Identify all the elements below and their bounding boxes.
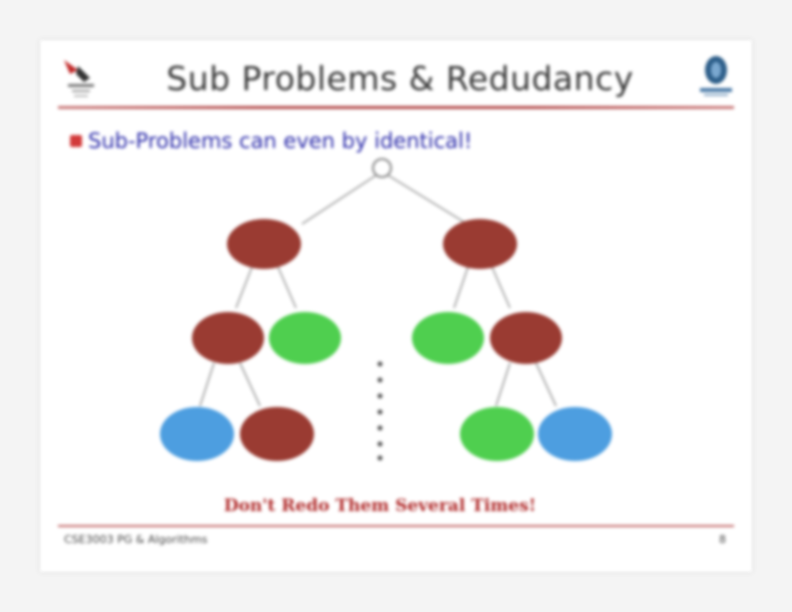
ellipsis-dots: [377, 361, 383, 461]
node-left-level1: [227, 219, 301, 269]
bullet-item: Sub-Problems can even by identical!: [70, 128, 472, 154]
edge-r2b-r3b: [535, 362, 557, 407]
node-right-level2-a: [412, 312, 484, 364]
node-left-level2-b: [269, 312, 341, 364]
node-right-level1: [443, 219, 517, 269]
department-emblem-icon: [700, 56, 732, 96]
node-left-level3-b: [240, 407, 314, 461]
page-number: 8: [719, 533, 726, 546]
edge-r2b-r3a: [495, 362, 511, 407]
slide: Sub Problems & Redudancy Sub-Problems ca…: [40, 40, 752, 572]
edge-root-left: [301, 173, 379, 225]
university-crest-icon: [64, 60, 94, 97]
edge-r1-r2a: [453, 266, 469, 309]
edge-l1-l2a: [235, 266, 253, 309]
caption: Don't Redo Them Several Times!: [223, 496, 537, 516]
node-left-level3-a: [160, 407, 234, 461]
node-right-level3-a: [460, 407, 534, 461]
edge-root-right: [385, 173, 465, 223]
root-node: [372, 158, 392, 178]
node-right-level3-b: [538, 407, 612, 461]
edge-l1-l2b: [277, 266, 297, 309]
node-right-level2-b: [490, 312, 562, 364]
title-underline: [58, 106, 734, 109]
node-left-level2-a: [192, 312, 264, 364]
slide-title: Sub Problems & Redudancy: [166, 59, 634, 98]
recursion-tree-diagram: [160, 158, 612, 461]
square-bullet-icon: [70, 135, 82, 147]
edge-l2a-l3a: [199, 362, 215, 407]
edge-r1-r2b: [491, 266, 511, 309]
edge-l2a-l3b: [239, 362, 261, 407]
bullet-text: Sub-Problems can even by identical!: [88, 129, 473, 153]
footer-rule: [58, 525, 734, 527]
footer-course: CSE3003 PG & Algorithms: [64, 533, 208, 546]
